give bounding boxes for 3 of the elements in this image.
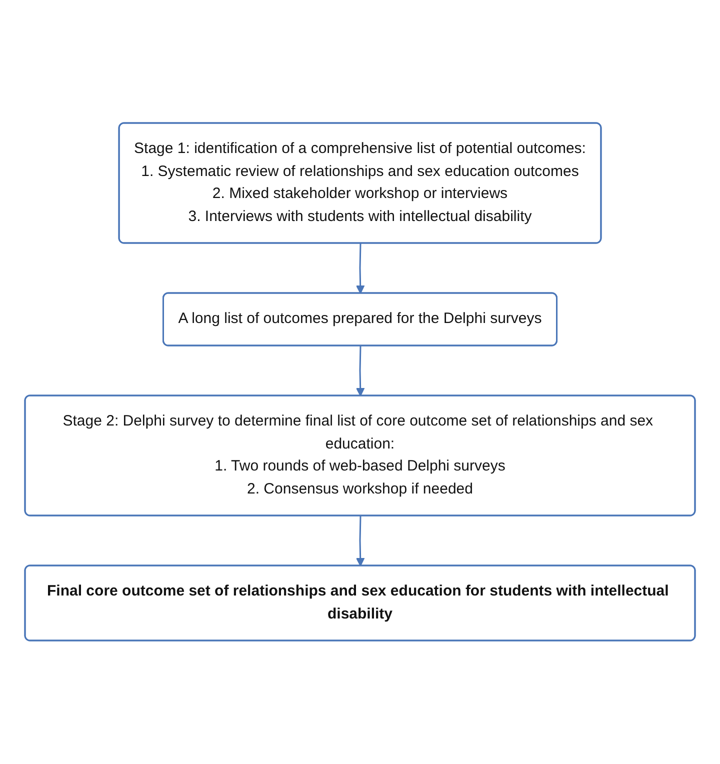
arrow bbox=[356, 346, 365, 397]
arrow bbox=[356, 516, 365, 567]
arrow bbox=[356, 244, 365, 294]
